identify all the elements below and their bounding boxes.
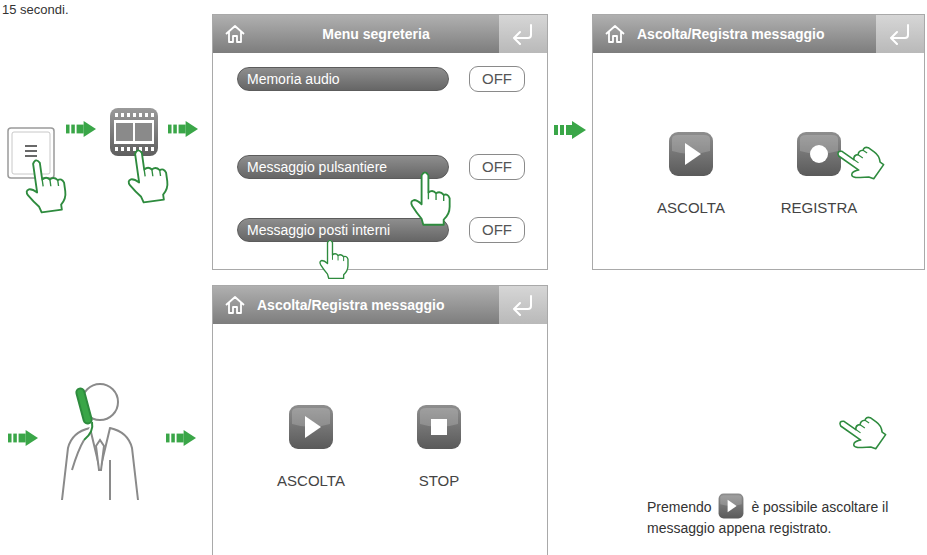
button-icon (416, 404, 462, 450)
toggle-label: OFF (470, 218, 524, 241)
button-icon (288, 404, 334, 450)
note-text: 15 secondi. (2, 0, 69, 19)
screen-header: Menu segreteria (213, 15, 547, 53)
answering-machine-icon (110, 108, 158, 156)
back-button (876, 15, 924, 53)
menu-item: Messaggio posti interni (237, 218, 449, 242)
menu-item-label: Memoria audio (238, 68, 448, 90)
toggle-switch: OFF (469, 66, 525, 92)
menu-item: Messaggio pulsantiere (237, 155, 449, 179)
button-label: REGISTRA (764, 199, 874, 216)
device-screen: Menu segreteriaMemoria audioOFFMessaggio… (212, 14, 548, 270)
icon-button: STOP (384, 404, 494, 494)
toggle-switch: OFF (469, 217, 525, 243)
menu-item-label: Messaggio pulsantiere (238, 156, 448, 178)
screen-header: Ascolta/Registra messaggio (213, 286, 547, 324)
screen-header: Ascolta/Registra messaggio (593, 15, 924, 53)
instruction-text: Premendo (647, 499, 712, 515)
back-icon (509, 294, 537, 316)
pointing-hand (22, 157, 67, 214)
pointing-hand (834, 405, 889, 457)
home-icon (223, 294, 247, 316)
button-icon (668, 131, 714, 177)
button-icon (796, 131, 842, 177)
toggle-label: OFF (470, 155, 524, 178)
screen-title: Menu segreteria (213, 15, 547, 53)
back-icon (509, 23, 537, 45)
icon-button: ASCOLTA (636, 131, 746, 221)
back-button (499, 286, 547, 324)
icon-button: ASCOLTA (256, 404, 366, 494)
screen-title: Ascolta/Registra messaggio (213, 286, 547, 324)
flow-arrow (8, 430, 38, 446)
toggle-label: OFF (470, 67, 524, 90)
flow-arrow (168, 121, 198, 137)
back-button (499, 15, 547, 53)
home-icon (223, 23, 247, 45)
pointing-hand (124, 147, 169, 204)
device-screen: Ascolta/Registra messaggioASCOLTA REGISTR… (592, 14, 925, 270)
back-icon (886, 23, 914, 45)
flow-arrow (166, 430, 196, 446)
home-key (8, 128, 54, 178)
button-icon (718, 493, 744, 519)
person-speaking (62, 384, 138, 500)
button-label: STOP (384, 472, 494, 489)
home-icon (603, 23, 627, 45)
button-label: ASCOLTA (636, 199, 746, 216)
flow-arrow (554, 121, 586, 139)
screen-title: Ascolta/Registra messaggio (593, 15, 924, 53)
menu-item-label: Messaggio posti interni (238, 219, 448, 241)
menu-item: Memoria audio (237, 67, 449, 91)
toggle-switch: OFF (469, 154, 525, 180)
instruction-note: Premendo è possibile ascoltare il messag… (647, 497, 923, 538)
flow-arrow (66, 121, 96, 137)
icon-button: REGISTRA (764, 131, 874, 221)
device-screen: Ascolta/Registra messaggioASCOLTA STOP (212, 285, 548, 555)
button-label: ASCOLTA (256, 472, 366, 489)
